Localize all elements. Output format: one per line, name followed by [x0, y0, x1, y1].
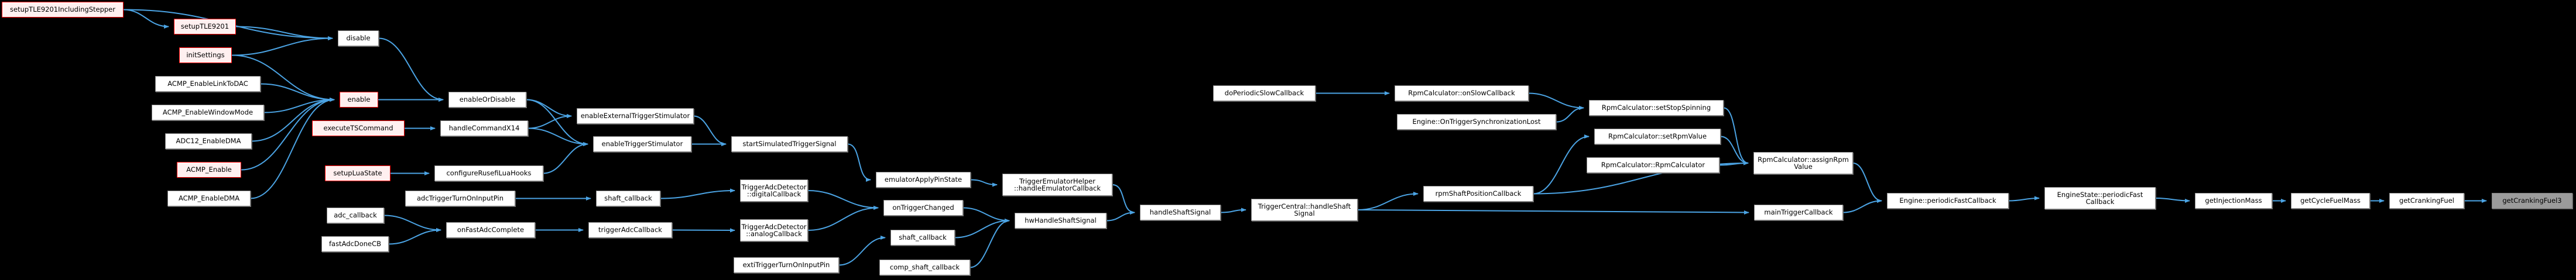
graph-edge [235, 26, 333, 40]
graph-node-hwHandleShaftSignal[interactable]: hwHandleShaftSignal [1015, 213, 1107, 229]
graph-edge [1357, 192, 1419, 210]
graph-node-configureRusefiLuaHooks[interactable]: configureRusefiLuaHooks [434, 165, 543, 181]
graph-edge [1723, 107, 1749, 165]
graph-edge [1556, 106, 1584, 123]
graph-edge [970, 219, 1010, 268]
graph-edge [1106, 210, 1135, 222]
graph-node-triggerAdcCallback[interactable]: triggerAdcCallback [588, 222, 672, 238]
graph-node-getCycleFuelMass[interactable]: getCycleFuelMass [2291, 193, 2370, 209]
graph-node-setupTLE9201[interactable]: setupTLE9201 [174, 19, 236, 34]
graph-node-ADC12_EnableDMA[interactable]: ADC12_EnableDMA [165, 133, 252, 149]
graph-node-getInjectionMass[interactable]: getInjectionMass [2195, 193, 2272, 209]
graph-node-TriggerAdcDetector_analogCallback[interactable]: TriggerAdcDetector ::analogCallback [740, 219, 808, 241]
graph-node-shaft_callback_2[interactable]: shaft_callback [890, 230, 955, 246]
graph-node-enableTriggerStimulator[interactable]: enableTriggerStimulator [593, 136, 691, 152]
graph-node-setupLuaState[interactable]: setupLuaState [325, 165, 390, 181]
graph-node-enableOrDisable[interactable]: enableOrDisable [448, 92, 526, 108]
graph-edge [660, 188, 735, 199]
graph-node-fastAdcDoneCB[interactable]: fastAdcDoneCB [321, 236, 389, 252]
graph-node-RpmCalculator_RpmCalculator[interactable]: RpmCalculator::RpmCalculator [1587, 157, 1719, 173]
graph-edge [672, 228, 735, 233]
graph-node-mainTriggerCallback[interactable]: mainTriggerCallback [1754, 205, 1843, 220]
graph-node-extiTriggerTurnOnInputPin[interactable]: extiTriggerTurnOnInputPin [734, 257, 839, 273]
graph-node-adcTriggerTurnOnInputPin[interactable]: adcTriggerTurnOnInputPin [405, 191, 515, 206]
graph-edge [1357, 209, 1749, 215]
graph-node-executeTSCommand[interactable]: executeTSCommand [312, 120, 405, 136]
graph-edge [838, 236, 886, 266]
graph-edge [1533, 134, 1590, 195]
graph-node-Engine_periodicFastCallback[interactable]: Engine::periodicFastCallback [1887, 193, 2009, 209]
graph-node-ACMP_Enable[interactable]: ACMP_Enable [177, 162, 241, 178]
graph-edge [1720, 136, 1749, 165]
graph-node-handleShaftSignal[interactable]: handleShaftSignal [1140, 205, 1221, 220]
graph-node-getCrankingFuel[interactable]: getCrankingFuel [2389, 193, 2464, 209]
graph-edge [231, 36, 333, 56]
graph-node-EngineState_periodicFastCallback[interactable]: EngineState::periodicFast Callback [2044, 187, 2156, 209]
graph-node-emulatorApplyPinState[interactable]: emulatorApplyPinState [876, 172, 971, 188]
graph-edge [260, 83, 335, 102]
graph-edge [954, 219, 1010, 238]
graph-edge [383, 215, 441, 232]
graph-edge [970, 179, 998, 187]
graph-node-enable[interactable]: enable [340, 92, 378, 108]
graph-edge [543, 142, 588, 174]
graph-edge [693, 115, 727, 146]
graph-edge [1842, 199, 1882, 213]
graph-edge [1719, 161, 1749, 166]
graph-node-disable[interactable]: disable [338, 30, 379, 46]
graph-node-RpmCalculator_assignRpmValue[interactable]: RpmCalculator::assignRpm Value [1753, 152, 1853, 174]
graph-node-ACMP_EnableDMA[interactable]: ACMP_EnableDMA [167, 191, 251, 206]
graph-edge [123, 9, 169, 29]
graph-node-ACMP_EnableLinkToDAC[interactable]: ACMP_EnableLinkToDAC [155, 76, 261, 92]
graph-edge [527, 127, 588, 146]
graph-node-TriggerAdcDetector_digitalCallback[interactable]: TriggerAdcDetector ::digitalCallback [740, 179, 808, 202]
graph-node-onFastAdcComplete[interactable]: onFastAdcComplete [446, 222, 535, 238]
graph-edge [378, 37, 444, 102]
graph-edge [2008, 196, 2040, 202]
graph-edge [1112, 184, 1135, 215]
graph-edge [263, 98, 335, 113]
graph-edge [1852, 163, 1882, 203]
graph-node-initSettings[interactable]: initSettings [179, 47, 232, 63]
graph-node-doPeriodicSlowCallback[interactable]: doPeriodicSlowCallback [1213, 85, 1316, 101]
graph-node-TriggerEmulatorHelper_handleEmulatorCallback[interactable]: TriggerEmulatorHelper ::handleEmulatorCa… [1002, 174, 1112, 196]
graph-node-startSimulatedTriggerSignal[interactable]: startSimulatedTriggerSignal [731, 136, 848, 152]
graph-node-RpmCalculator_onSlowCallback[interactable]: RpmCalculator::onSlowCallback [1395, 85, 1529, 101]
graph-node-TriggerCentral_handleShaftSignal[interactable]: TriggerCentral::handleShaft Signal [1251, 199, 1358, 221]
graph-node-adc_callback[interactable]: adc_callback [327, 208, 384, 223]
graph-edge [847, 143, 871, 182]
graph-edge [1220, 208, 1246, 213]
graph-edge [807, 190, 879, 210]
graph-node-RpmCalculator_setStopSpinning[interactable]: RpmCalculator::setStopSpinning [1589, 100, 1724, 116]
graph-edge [388, 228, 441, 245]
graph-node-rpmShaftPositionCallback[interactable]: rpmShaftPositionCallback [1423, 186, 1533, 202]
graph-node-enableExternalTriggerStimulator[interactable]: enableExternalTriggerStimulator [577, 108, 694, 124]
graph-node-onTriggerChanged[interactable]: onTriggerChanged [883, 200, 963, 216]
graph-node-ACMP_EnableWindowMode[interactable]: ACMP_EnableWindowMode [152, 105, 264, 120]
graph-node-RpmCalculator_setRpmValue[interactable]: RpmCalculator::setRpmValue [1594, 129, 1721, 144]
graph-edge [1528, 92, 1584, 110]
graph-edge [527, 114, 572, 129]
graph-edge [807, 206, 879, 231]
graph-node-comp_shaft_callback[interactable]: comp_shaft_callback [879, 260, 970, 275]
graph-node-Engine_OnTriggerSynchronizationLost[interactable]: Engine::OnTriggerSynchronizationLost [1397, 114, 1556, 130]
graph-edge [962, 207, 1010, 223]
graph-node-getCrankingFuel3[interactable]: getCrankingFuel3 [2492, 193, 2572, 209]
graph-node-shaft_callback_1[interactable]: shaft_callback [596, 191, 660, 206]
graph-node-handleCommandX14[interactable]: handleCommandX14 [440, 120, 528, 136]
graph-edge [526, 99, 572, 118]
graph-node-setupTLE9201IncludingStepper[interactable]: setupTLE9201IncludingStepper [2, 2, 124, 18]
graph-edge [2155, 198, 2190, 203]
